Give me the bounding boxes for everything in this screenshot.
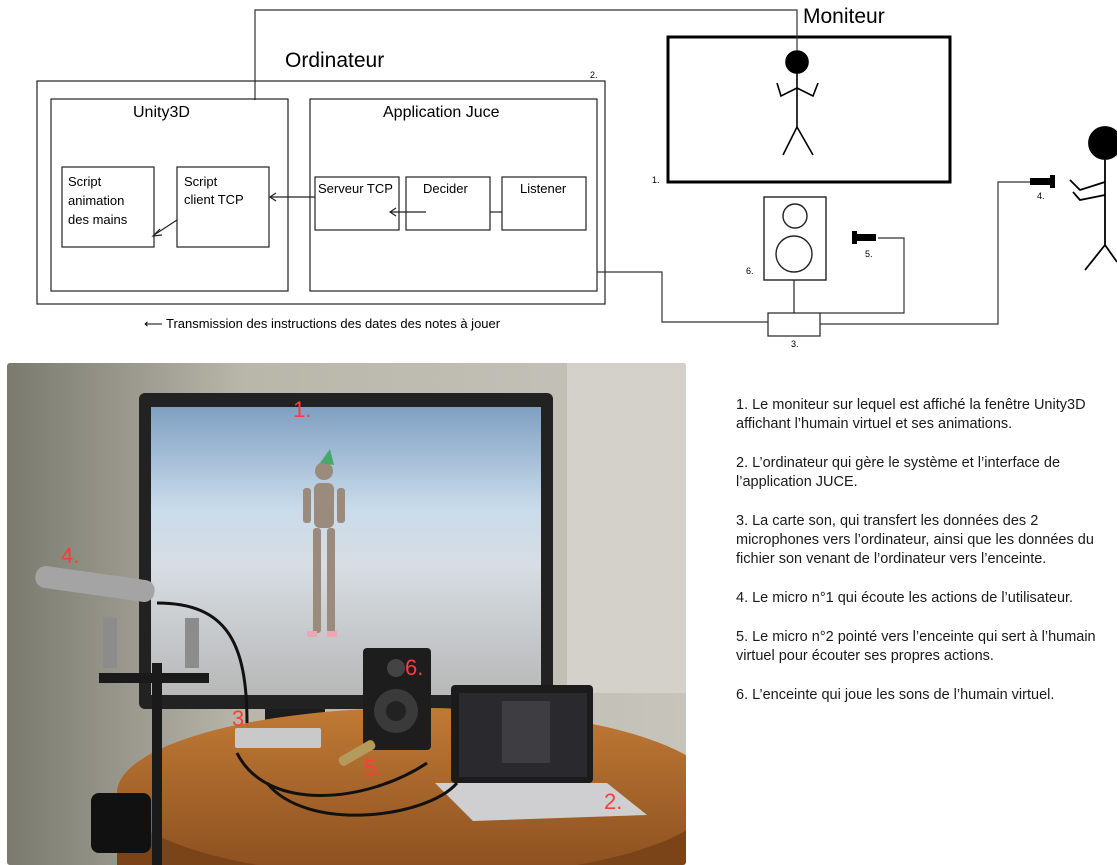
- diagram-marker-3: 3.: [791, 339, 799, 349]
- diagram-marker-4: 4.: [1037, 191, 1045, 201]
- unity-title: Unity3D: [133, 104, 190, 121]
- user-figure: [1069, 126, 1117, 271]
- listener-label: Listener: [520, 181, 567, 196]
- mic-2-icon: [852, 231, 876, 244]
- script-anim-line1: Script: [68, 174, 102, 189]
- photo-marker-5: 5.: [364, 755, 383, 780]
- legend-item-6: 6. L’enceinte qui joue les sons de l’hum…: [736, 687, 1055, 703]
- speaker-box: [763, 196, 827, 281]
- listener-box: [501, 176, 587, 231]
- script-anim-box: [61, 166, 155, 248]
- computer-box: [36, 80, 606, 305]
- sound-card-box: [767, 312, 821, 337]
- virtual-human-figure: [776, 50, 819, 156]
- diagram-marker-6: 6.: [746, 266, 754, 276]
- legend-item-5: 5. Le micro n°2 pointé vers l’enceinte q…: [736, 629, 1096, 664]
- photo-marker-4: 4.: [61, 543, 80, 568]
- unity-box: [50, 98, 289, 292]
- decider-label: Decider: [423, 181, 468, 196]
- photo-mic-1: [35, 566, 155, 602]
- mic-1-icon: [1030, 175, 1055, 188]
- script-client-box: [176, 166, 270, 248]
- decider-box: [405, 176, 491, 231]
- legend-item-3: 3. La carte son, qui transfert les donné…: [736, 513, 1094, 567]
- diagram-marker-5: 5.: [865, 249, 873, 259]
- script-anim-line2: animation: [68, 193, 125, 208]
- script-anim-line3: des mains: [68, 212, 128, 227]
- photo-sound-card: [235, 728, 321, 748]
- diagram-marker-1: 1.: [652, 175, 660, 185]
- legend-item-2: 2. L’ordinateur qui gère le système et l…: [736, 455, 1061, 490]
- legend-item-4: 4. Le micro n°1 qui écoute les actions d…: [736, 590, 1074, 606]
- computer-title: Ordinateur: [285, 49, 385, 72]
- photo-marker-3: 3.: [232, 706, 251, 731]
- transmission-caption: ⟵ Transmission des instructions des date…: [144, 316, 501, 331]
- system-diagram: [36, 9, 1117, 337]
- monitor-box: [666, 35, 952, 184]
- photo-marker-1: 1.: [293, 397, 312, 422]
- juce-box: [309, 98, 598, 292]
- serveur-tcp-box: [314, 176, 400, 231]
- setup-photo: 1. 2. 3. 4. 5. 6.: [7, 363, 686, 865]
- legend-item-1: 1. Le moniteur sur lequel est affiché la…: [736, 397, 1086, 432]
- legend: 1. Le moniteur sur lequel est affiché la…: [736, 396, 1102, 725]
- diagram-marker-2: 2.: [590, 70, 598, 80]
- photo-mic-2: [338, 740, 376, 766]
- photo-marker-2: 2.: [604, 789, 623, 814]
- script-client-line2: client TCP: [184, 192, 244, 207]
- photo-mic-stand: [152, 663, 162, 865]
- script-client-line1: Script: [184, 174, 218, 189]
- juce-title: Application Juce: [383, 104, 500, 121]
- photo-marker-6: 6.: [405, 655, 424, 680]
- serveur-tcp-label: Serveur TCP: [318, 181, 393, 196]
- monitor-title: Moniteur: [803, 5, 885, 28]
